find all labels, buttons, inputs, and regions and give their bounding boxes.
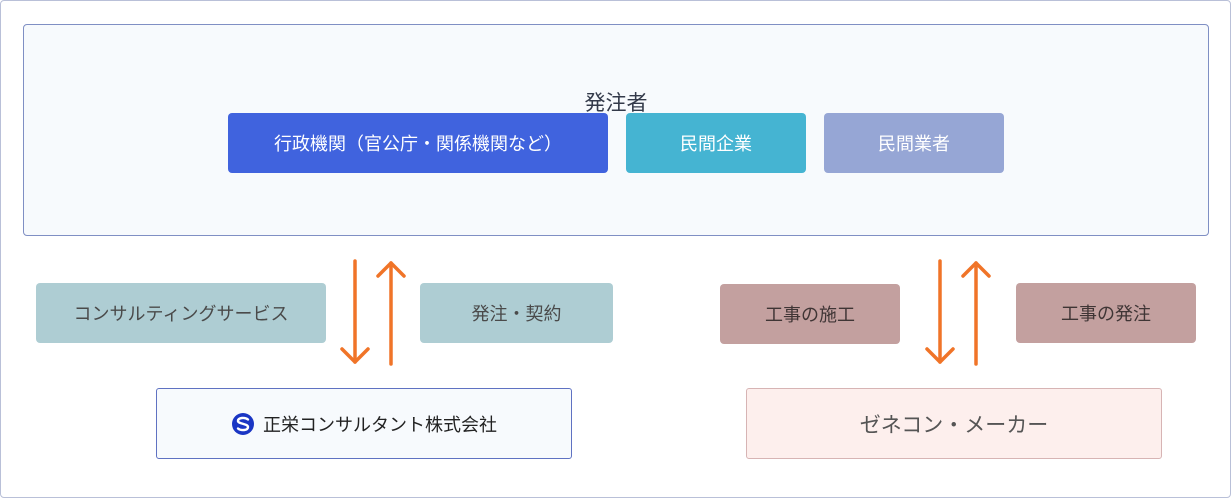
construction-order-label: 工事の発注 <box>1016 283 1196 343</box>
client-title: 発注者 <box>584 91 648 115</box>
right-up-arrow <box>961 261 991 366</box>
left-down-arrow <box>340 259 370 364</box>
client-type-private-company: 民間企業 <box>626 113 806 173</box>
contractor-name: ゼネコン・メーカー <box>859 412 1049 437</box>
company-box: 正栄コンサルタント株式会社 <box>156 388 572 459</box>
contractor-box: ゼネコン・メーカー <box>746 388 1162 459</box>
consulting-service-label: コンサルティングサービス <box>36 283 326 343</box>
client-box: 発注者 <box>23 24 1209 236</box>
right-down-arrow <box>925 259 955 364</box>
client-type-government: 行政機関（官公庁・関係機関など） <box>228 113 608 173</box>
company-logo-icon <box>232 412 254 435</box>
construction-work-label: 工事の施工 <box>720 284 900 344</box>
client-type-private-business: 民間業者 <box>824 113 1004 173</box>
order-contract-label: 発注・契約 <box>420 283 613 343</box>
company-name: 正栄コンサルタント株式会社 <box>263 414 497 436</box>
left-up-arrow <box>376 261 406 366</box>
